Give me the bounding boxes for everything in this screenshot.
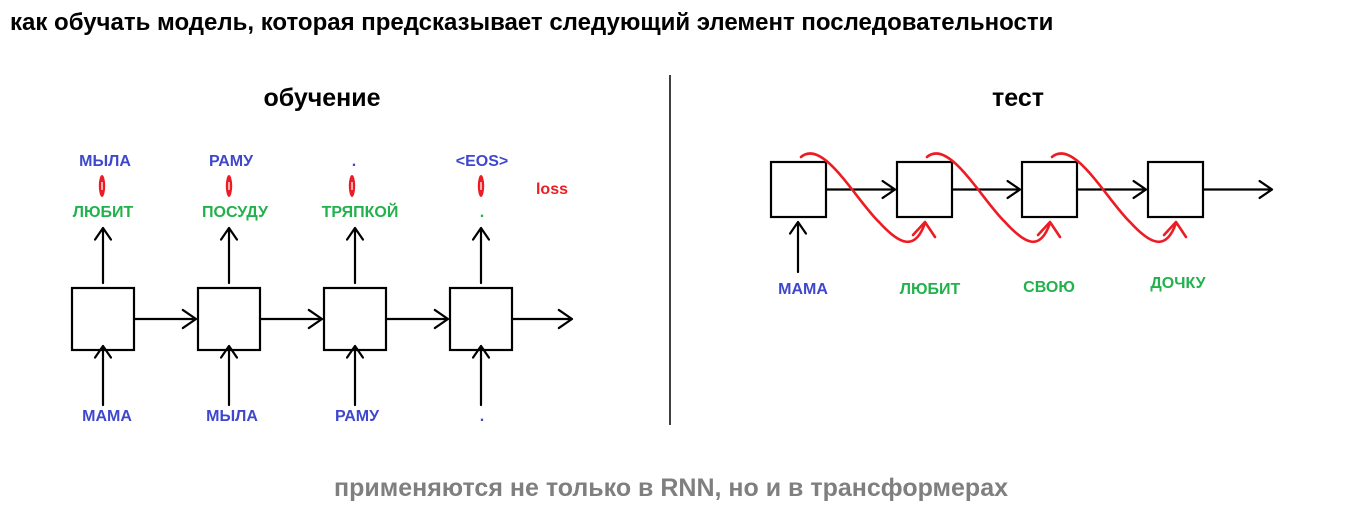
- page-title: как обучать модель, которая предсказывае…: [10, 9, 1053, 36]
- test-word-4: ДОЧКУ: [1150, 275, 1206, 292]
- test-autoregressive-rnn: [769, 152, 1274, 274]
- feedback-arrowhead-3: [1162, 220, 1188, 239]
- test-cell-1: [769, 160, 828, 219]
- training-cell-1: [70, 286, 136, 352]
- training-target-1: МЫЛА: [79, 153, 131, 170]
- training-input-2: МЫЛА: [206, 408, 258, 425]
- training-input-arrow-3: [345, 344, 365, 407]
- test-hidden-arrow-2: [950, 179, 1022, 200]
- feedback-curve-1: [799, 152, 927, 244]
- training-input-1: МАМА: [82, 408, 132, 425]
- test-cell-4: [1146, 160, 1205, 219]
- loss-label: loss: [536, 181, 568, 198]
- training-input-4: .: [480, 408, 484, 425]
- feedback-curve-2: [925, 152, 1052, 244]
- training-output-arrow-4: [471, 226, 491, 285]
- training-hidden-arrow-4: [510, 308, 574, 330]
- training-cell-2: [196, 286, 262, 352]
- training-output-arrow-1: [93, 226, 113, 285]
- training-target-2: РАМУ: [209, 153, 254, 170]
- training-cell-3: [322, 286, 388, 352]
- feedback-arrowhead-2: [1036, 220, 1062, 239]
- footer-note: применяются не только в RNN, но и в тран…: [334, 474, 1008, 502]
- test-heading: тест: [992, 84, 1044, 112]
- test-word-3: СВОЮ: [1023, 279, 1075, 296]
- training-output-4: .: [480, 204, 484, 221]
- test-hidden-arrow-1: [824, 179, 897, 200]
- training-output-arrow-3: [345, 226, 365, 285]
- training-hidden-arrow-2: [258, 308, 324, 330]
- test-hidden-arrow-4: [1201, 179, 1274, 200]
- training-target-3: .: [352, 153, 356, 170]
- training-hidden-arrow-3: [384, 308, 450, 330]
- test-hidden-arrow-3: [1075, 179, 1148, 200]
- training-cell-4: [448, 286, 514, 352]
- training-output-arrow-2: [219, 226, 239, 285]
- training-target-4: <EOS>: [456, 153, 508, 170]
- training-output-1: ЛЮБИТ: [73, 204, 134, 221]
- test-word-1: МАМА: [778, 281, 828, 298]
- test-cell-3: [1020, 160, 1079, 219]
- feedback-arrowhead-1: [911, 220, 937, 239]
- training-heading: обучение: [263, 84, 380, 112]
- training-input-arrow-1: [93, 344, 113, 407]
- feedback-curve-3: [1050, 152, 1178, 244]
- training-hidden-arrow-1: [132, 308, 198, 330]
- training-unrolled-rnn: [70, 175, 574, 407]
- training-output-2: ПОСУДУ: [202, 204, 269, 221]
- test-input-arrow: [788, 220, 808, 274]
- training-input-arrow-4: [471, 344, 491, 407]
- training-input-3: РАМУ: [335, 408, 380, 425]
- training-input-arrow-2: [219, 344, 239, 407]
- test-word-2: ЛЮБИТ: [900, 281, 961, 298]
- test-cell-2: [895, 160, 954, 219]
- training-output-3: ТРЯПКОЙ: [322, 202, 399, 221]
